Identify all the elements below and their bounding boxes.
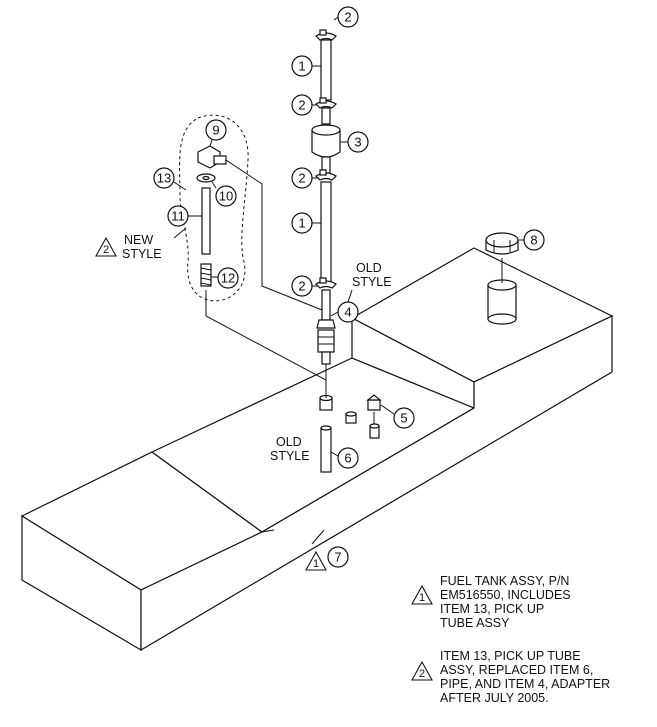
svg-text:NEW: NEW <box>124 233 153 247</box>
svg-text:4: 4 <box>344 305 351 320</box>
tank-side-face <box>140 315 613 652</box>
svg-text:STYLE: STYLE <box>270 449 310 463</box>
svg-text:2: 2 <box>298 279 305 294</box>
pipe-old-style <box>320 425 332 473</box>
vent-fitting <box>366 394 382 439</box>
tank-edge <box>261 529 275 533</box>
svg-text:PIPE, AND ITEM 4, ADAPTER: PIPE, AND ITEM 4, ADAPTER <box>440 677 610 691</box>
item13-boundary <box>179 114 249 302</box>
svg-text:3: 3 <box>354 135 361 150</box>
old-style-label-4: OLD STYLE <box>352 261 392 289</box>
old-style-label-6: OLD STYLE <box>270 435 310 463</box>
callout-7: 7 <box>327 546 349 568</box>
callout-5: 5 <box>393 407 415 429</box>
fuel-tank <box>20 247 614 652</box>
svg-text:1: 1 <box>419 592 425 604</box>
callout-13: 13 <box>153 167 175 189</box>
svg-text:12: 12 <box>221 271 235 286</box>
svg-text:2: 2 <box>298 98 305 113</box>
route-screen-to-tank <box>205 290 327 398</box>
callout-2-third: 2 <box>291 167 313 189</box>
svg-text:ASSY, REPLACED ITEM 6,: ASSY, REPLACED ITEM 6, <box>440 663 593 677</box>
callout-8: 8 <box>523 229 545 251</box>
svg-text:9: 9 <box>212 123 219 138</box>
callout-2-second: 2 <box>291 94 313 116</box>
svg-text:7: 7 <box>334 550 341 565</box>
svg-text:2: 2 <box>419 668 425 680</box>
note-1: 1 FUEL TANK ASSY, P/N EM516550, INCLUDES… <box>411 574 571 630</box>
callout-2-top: 2 <box>337 6 359 28</box>
new-style-label: 2 NEW STYLE <box>95 233 162 261</box>
filter-screen <box>200 263 212 287</box>
callout-2-bottom: 2 <box>291 275 313 297</box>
fuel-line-stack <box>311 29 341 365</box>
callout-3: 3 <box>347 131 369 153</box>
svg-text:1: 1 <box>313 558 319 570</box>
callout-11: 11 <box>167 205 189 227</box>
svg-text:STYLE: STYLE <box>122 247 162 261</box>
callout-12: 12 <box>217 267 239 289</box>
tank-note-marker: 1 <box>305 550 327 571</box>
callout-leaders <box>173 16 524 545</box>
svg-text:10: 10 <box>219 189 233 204</box>
svg-text:AFTER JULY 2005.: AFTER JULY 2005. <box>440 691 549 705</box>
callout-1-lower: 1 <box>291 212 313 234</box>
fuel-cap <box>485 232 519 255</box>
svg-text:OLD: OLD <box>276 435 302 449</box>
svg-text:EM516550, INCLUDES: EM516550, INCLUDES <box>440 588 571 602</box>
svg-text:TUBE ASSY: TUBE ASSY <box>440 616 510 630</box>
small-nut <box>345 411 357 424</box>
callout-1-upper: 1 <box>291 55 313 77</box>
svg-text:5: 5 <box>400 411 407 426</box>
svg-text:2: 2 <box>103 244 109 256</box>
svg-text:FUEL TANK ASSY, P/N: FUEL TANK ASSY, P/N <box>440 574 569 588</box>
callout-6: 6 <box>337 447 359 469</box>
grommet <box>196 173 216 183</box>
elbow-fitting <box>197 145 227 169</box>
route-elbow-to-adapter <box>225 159 323 311</box>
callout-9: 9 <box>205 119 227 141</box>
callout-10: 10 <box>215 185 237 207</box>
pickup-tube <box>201 187 211 255</box>
svg-text:2: 2 <box>298 171 305 186</box>
note-2: 2 ITEM 13, PICK UP TUBE ASSY, REPLACED I… <box>411 649 610 705</box>
svg-text:8: 8 <box>530 233 537 248</box>
svg-text:2: 2 <box>344 10 351 25</box>
svg-text:6: 6 <box>344 451 351 466</box>
svg-text:1: 1 <box>298 59 305 74</box>
callout-4: 4 <box>337 301 359 323</box>
svg-text:11: 11 <box>171 209 185 224</box>
svg-text:ITEM 13, PICK UP: ITEM 13, PICK UP <box>440 602 544 616</box>
svg-text:ITEM 13, PICK UP TUBE: ITEM 13, PICK UP TUBE <box>440 649 581 663</box>
svg-text:OLD: OLD <box>356 261 382 275</box>
svg-text:13: 13 <box>157 171 171 186</box>
filler-neck <box>487 279 517 325</box>
svg-text:STYLE: STYLE <box>352 275 392 289</box>
svg-text:1: 1 <box>298 216 305 231</box>
